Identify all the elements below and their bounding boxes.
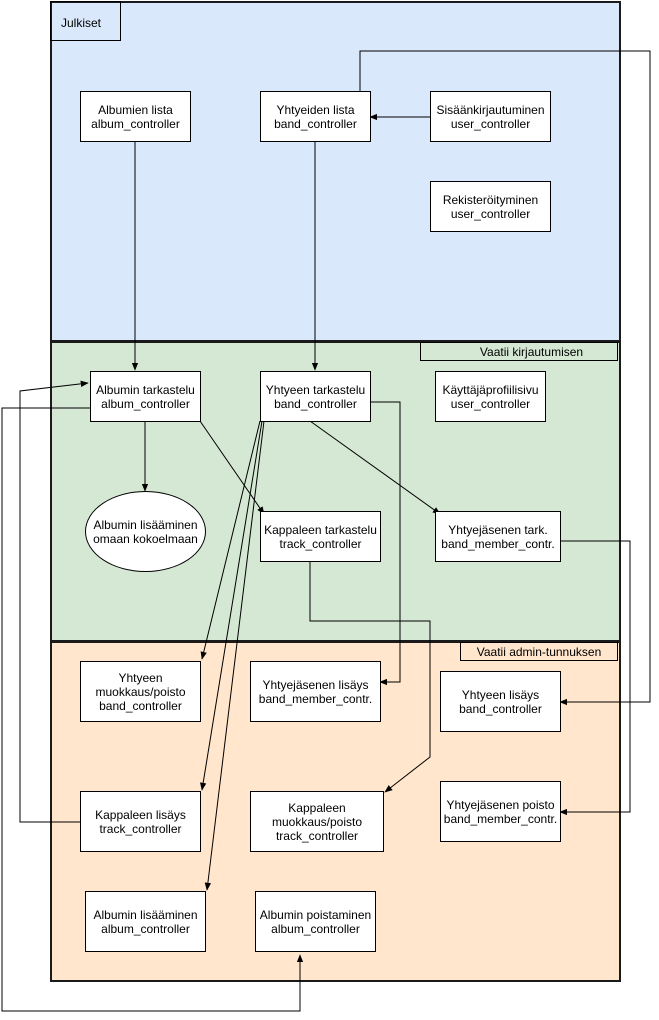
node-controller: band_member_contr. <box>258 691 373 706</box>
node-title: Sisäänkirjautuminen <box>436 102 545 117</box>
public-zone <box>50 1 621 342</box>
node-controller: album_controller <box>91 116 180 131</box>
node-controller: band_controller <box>274 116 357 131</box>
node-title: Yhtyeen <box>118 670 163 685</box>
node-controller: album_controller <box>271 921 360 936</box>
node-controller: track_controller <box>99 821 182 836</box>
public-zone-label: Julkiset <box>50 1 121 41</box>
node-controller: user_controller <box>450 206 531 221</box>
node-controller: band_member_contr. <box>443 811 558 826</box>
node-controller: band_controller <box>99 698 182 713</box>
node-controller: album_controller <box>101 921 190 936</box>
node-title: Albumin poistaminen <box>259 907 372 922</box>
node-title: Yhtyejäsenen poisto <box>446 797 555 812</box>
node-title: Albumin lisääminen <box>93 517 198 532</box>
node-title: Yhtyejäsenen lisäys <box>262 677 369 692</box>
node-controller: album_controller <box>101 396 190 411</box>
node-title: Albumin lisääminen <box>93 907 198 922</box>
node-subtitle: muokkaus/poisto <box>95 684 186 699</box>
admin-zone-label: Vaatii admin-tunnuksen <box>460 642 618 661</box>
node-controller: track_controller <box>275 828 358 843</box>
node-controller: band_controller <box>274 396 357 411</box>
node-title: Albumien lista <box>98 102 173 117</box>
node-controller: track_controller <box>279 536 362 551</box>
node-subtitle: omaan kokoelmaan <box>93 531 198 546</box>
node-title: Kappaleen lisäys <box>95 807 186 822</box>
node-title: Käyttäjäprofiilisivu <box>442 382 539 397</box>
node-controller: band_member_contr. <box>441 536 555 551</box>
node-yhtyejasenen-tark[interactable]: Yhtyejäsenen tark.band_member_contr. <box>435 511 561 562</box>
node-title: Yhtyeen lisäys <box>461 687 540 702</box>
node-subtitle: muokkaus/poisto <box>271 814 363 829</box>
node-title: Kappaleen <box>288 800 346 815</box>
node-title: Yhtyejäsenen tark. <box>448 522 548 537</box>
node-title: Yhtyeen tarkastelu <box>265 382 366 397</box>
node-title: Kappaleen tarkastelu <box>264 522 377 537</box>
node-controller: band_controller <box>459 701 542 716</box>
node-controller: user_controller <box>450 116 531 131</box>
node-controller: user_controller <box>450 396 531 411</box>
node-title: Rekisteröityminen <box>442 192 539 207</box>
node-title: Albumin tarkastelu <box>96 382 195 397</box>
node-title: Yhtyeiden lista <box>276 102 355 117</box>
login-zone-label: Vaatii kirjautumisen <box>420 342 618 361</box>
